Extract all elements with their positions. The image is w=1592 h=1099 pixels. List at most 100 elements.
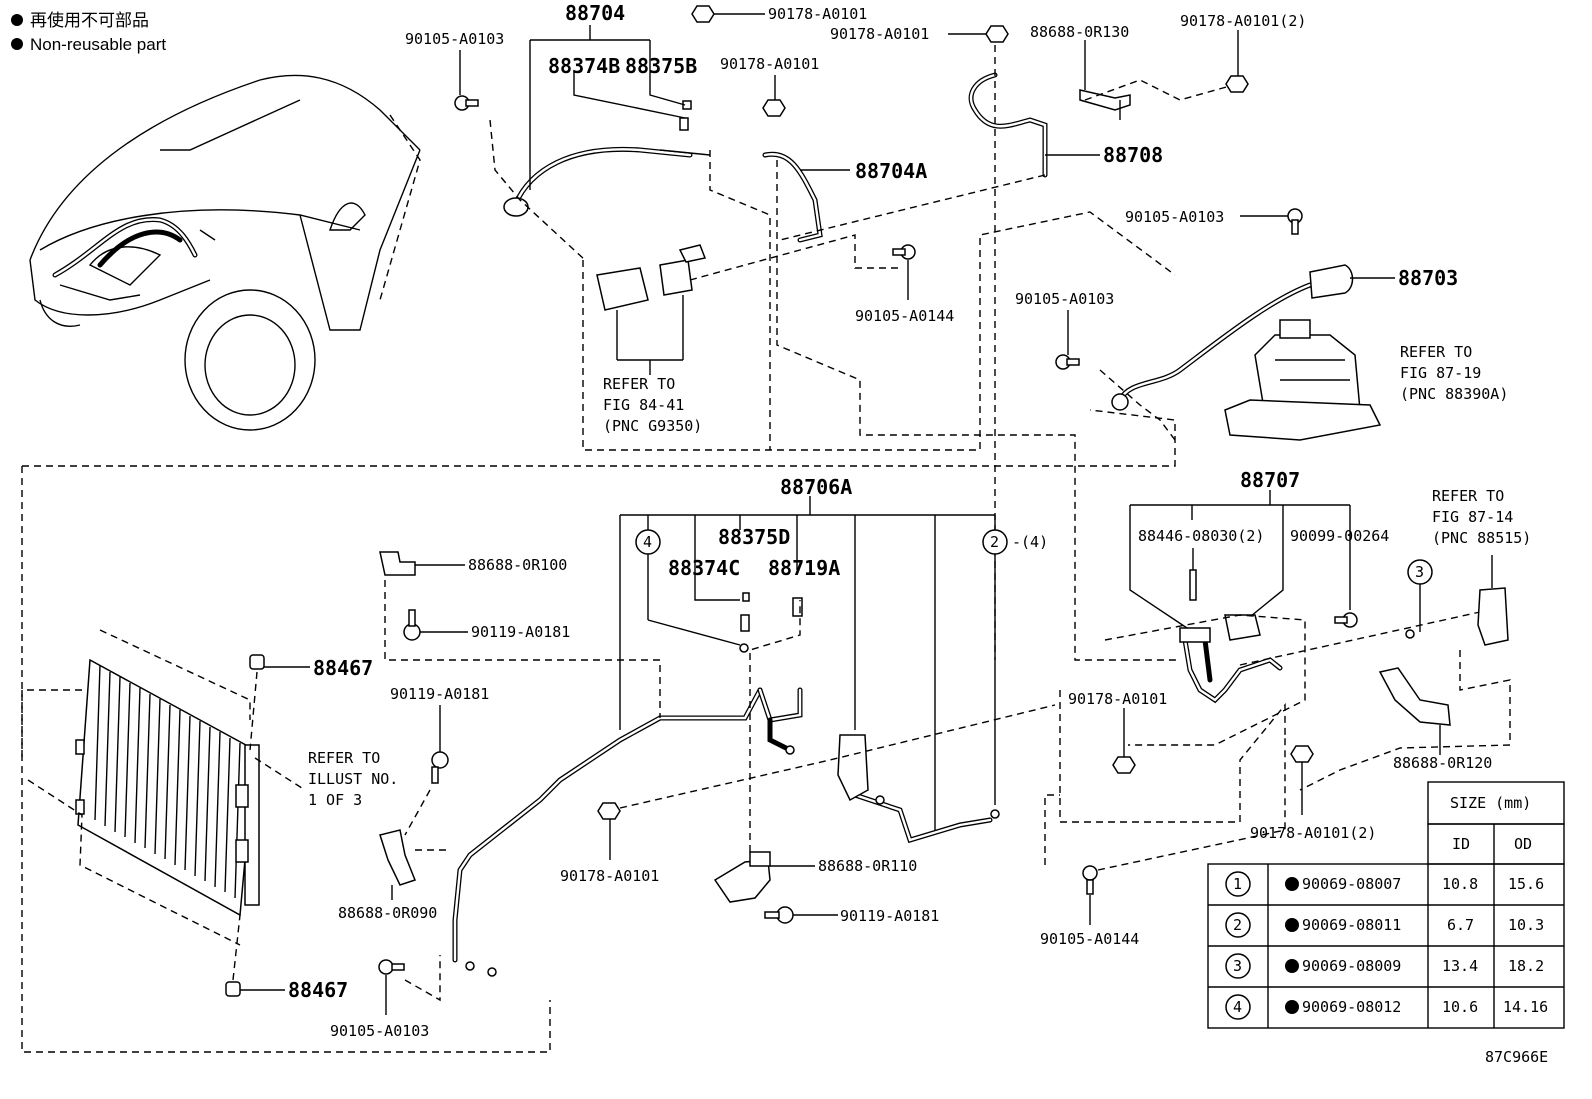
refer-fig87-19-line3: (PNC 88390A) [1400, 385, 1508, 403]
o-ring-3 [1405, 629, 1415, 639]
nut-90178-top-right [1225, 30, 1249, 93]
table-row: 1 90069-08007 10.8 15.6 [1225, 871, 1544, 897]
callout-2-count: -(4) [1012, 533, 1048, 551]
part-label-90105-r1: 90105-A0103 [1125, 208, 1224, 226]
table-od-header: OD [1514, 835, 1532, 853]
bolt-90119-b [431, 705, 449, 784]
part-label-90178-mid: 90178-A0101 [720, 55, 819, 73]
bracket-88688-0R090 [379, 789, 450, 900]
vehicle-illustration [29, 74, 421, 431]
part-label-88706A: 88706A [780, 475, 852, 499]
bullet-icon [1285, 877, 1299, 891]
bolt-90105-a0144-bottom [1044, 735, 1286, 925]
grommet-88467-top [249, 654, 310, 751]
callout-3-text: 3 [1415, 563, 1424, 581]
part-label-88375B: 88375B [625, 54, 697, 78]
callout-3: 3 [1407, 559, 1433, 585]
part-label-88688-0R110: 88688-0R110 [818, 857, 917, 875]
condenser [21, 629, 306, 946]
grommet-88467-bottom [225, 914, 285, 997]
part-label-90105-r2: 90105-A0103 [1015, 290, 1114, 308]
refer-illust-line3: 1 OF 3 [308, 791, 362, 809]
table-row-no: 4 [1233, 998, 1242, 1016]
callout-4: 4 [635, 529, 661, 555]
bracket-88688-0R110 [713, 600, 815, 903]
sensor-g9350 [596, 244, 707, 375]
part-label-88374C: 88374C [668, 556, 740, 580]
callout-2: 2 [982, 529, 1008, 555]
o-ring-size-table: SIZE (mm) ID OD 1 90069-08007 10.8 15.6 … [1207, 781, 1565, 1029]
part-label-88708: 88708 [1103, 143, 1163, 167]
table-id-header: ID [1452, 835, 1470, 853]
part-label-90178-top: 90178-A0101 [768, 5, 867, 23]
part-label-90119-c: 90119-A0181 [840, 907, 939, 925]
part-label-88446: 88446-08030(2) [1138, 527, 1264, 545]
table-row-part: 90069-08009 [1302, 957, 1401, 975]
part-label-88704: 88704 [565, 1, 625, 25]
bolt-90099 [1334, 612, 1358, 628]
hose-88703 [1111, 264, 1395, 411]
bullet-icon [11, 38, 23, 50]
pipe-88707 [1059, 490, 1481, 823]
refer-fig87-14-line2: FIG 87-14 [1432, 508, 1513, 526]
table-row-no: 1 [1233, 875, 1242, 893]
part-label-88703: 88703 [1398, 266, 1458, 290]
refer-illust-line1: REFER TO [308, 749, 380, 767]
part-label-88707: 88707 [1240, 468, 1300, 492]
callout-4-text: 4 [643, 533, 652, 551]
nut-90178-upper [948, 25, 1009, 43]
assembly-frames [21, 45, 1231, 1053]
bracket-88688-0R100 [379, 551, 661, 718]
refer-fig87-14-line1: REFER TO [1432, 487, 1504, 505]
pipe-88704 [503, 25, 711, 217]
part-label-90119-b: 90119-A0181 [390, 685, 489, 703]
table-row: 3 90069-08009 13.4 18.2 [1225, 953, 1544, 979]
bolt-90119-c [764, 906, 838, 924]
part-label-90178-2-bottom: 90178-A0101(2) [1250, 824, 1376, 842]
part-label-90178-bottom: 90178-A0101 [560, 867, 659, 885]
bullet-icon [11, 14, 23, 26]
part-label-90105-a0144-top: 90105-A0144 [855, 307, 954, 325]
bolt-90105-bottom [378, 955, 441, 1015]
part-label-88375D: 88375D [718, 525, 790, 549]
part-label-88688-0R090: 88688-0R090 [338, 904, 437, 922]
nut-90178-right [1112, 708, 1136, 774]
bullet-icon [1285, 959, 1299, 973]
part-label-88688-0R100: 88688-0R100 [468, 556, 567, 574]
refer-fig84-line3: (PNC G9350) [603, 417, 702, 435]
refer-illust-line2: ILLUST NO. [308, 770, 398, 788]
refer-fig87-14-line3: (PNC 88515) [1432, 529, 1531, 547]
part-label-90178-2-top: 90178-A0101(2) [1180, 12, 1306, 30]
bolt-90105-right-top [1240, 208, 1303, 235]
bolt-90119-a [403, 609, 468, 641]
table-row-no: 2 [1233, 916, 1242, 934]
table-row-od: 10.3 [1508, 916, 1544, 934]
table-row-part: 90069-08012 [1302, 998, 1401, 1016]
pipe-88706A [452, 496, 1421, 977]
nut-90178-bottom-right [1290, 745, 1314, 815]
bullet-icon [1285, 1000, 1299, 1014]
table-row-id: 10.6 [1442, 998, 1478, 1016]
pipe-88704A [762, 75, 850, 243]
bullet-icon [1285, 918, 1299, 932]
part-label-88467-bottom: 88467 [288, 978, 348, 1002]
part-label-90178-right: 90178-A0101 [1068, 690, 1167, 708]
bolt-90105-right-mid [1055, 310, 1080, 370]
refer-fig87-19-line1: REFER TO [1400, 343, 1472, 361]
table-row-id: 10.8 [1442, 875, 1478, 893]
part-label-88374B: 88374B [548, 54, 620, 78]
bolt-90105-a0144-top [892, 244, 916, 300]
callout-2-text: 2 [990, 533, 999, 551]
part-label-88688-0R130: 88688-0R130 [1030, 23, 1129, 41]
table-row-id: 6.7 [1447, 916, 1474, 934]
table-size-header: SIZE (mm) [1450, 794, 1531, 812]
part-label-88704A: 88704A [855, 159, 927, 183]
table-row-part: 90069-08011 [1302, 916, 1401, 934]
refer-fig87-19-line2: FIG 87-19 [1400, 364, 1481, 382]
part-label-90178-left: 90178-A0101 [830, 25, 929, 43]
table-row-part: 90069-08007 [1302, 875, 1401, 893]
part-label-90105-a0103: 90105-A0103 [405, 30, 504, 48]
bracket-88688-0R120 [1378, 667, 1451, 755]
nut-90178-bottom [597, 704, 1056, 860]
